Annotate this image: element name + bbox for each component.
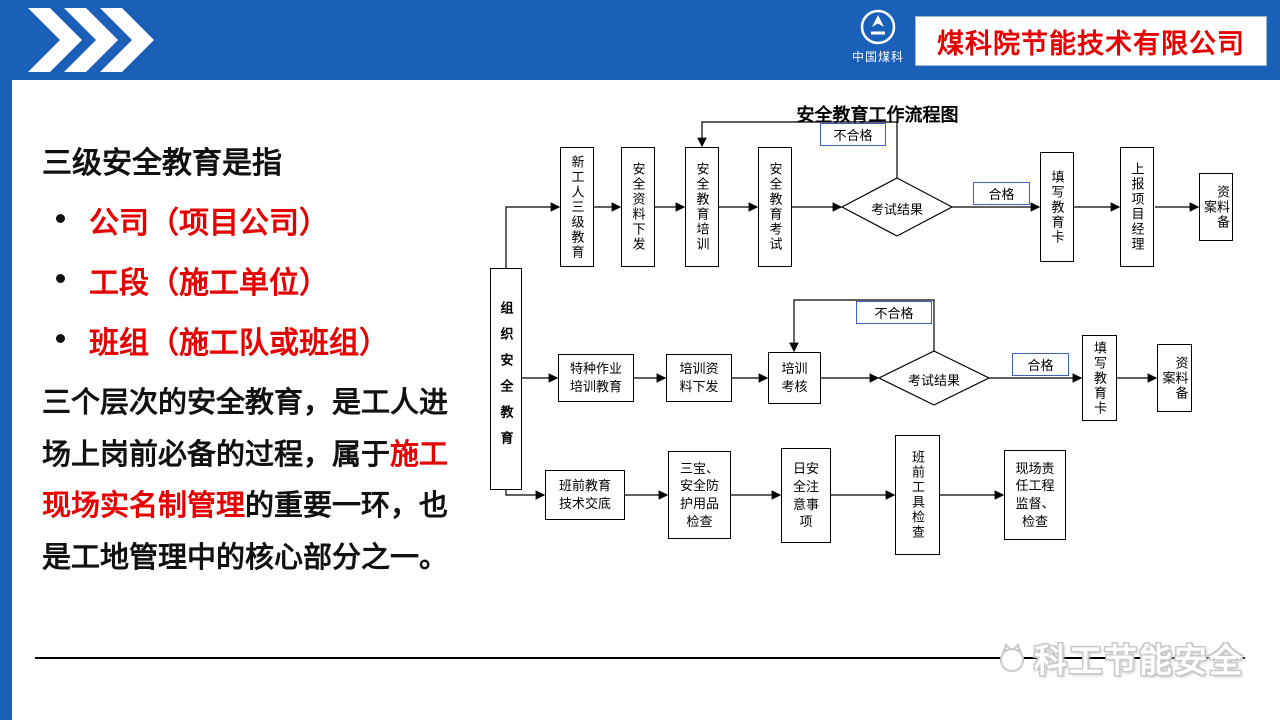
chevrons-icon <box>28 8 154 72</box>
footer-watermark: 科工节能安全 <box>996 634 1244 682</box>
flow-box: 特种作业培训教育 <box>558 354 634 402</box>
bullet-dot <box>56 214 65 223</box>
fail-label: 不合格 <box>820 123 886 146</box>
logo-text: 中国煤科 <box>851 50 904 64</box>
flow-box: 班前教育技术交底 <box>545 470 625 520</box>
flow-box: 填写教育卡 <box>1040 152 1074 262</box>
flow-box: 资料备案 <box>1199 173 1233 241</box>
bullet-dot <box>56 334 65 343</box>
flow-box: 培训资料下发 <box>666 354 732 402</box>
flow-box: 日安全注意事项 <box>781 448 831 543</box>
flow-box: 班前工具检查 <box>895 435 940 555</box>
flow-box: 上报项目经理 <box>1120 147 1154 267</box>
bullet-dot <box>56 274 65 283</box>
bullet-item: 班组（施工队或班组） <box>42 318 472 362</box>
flow-box: 安全教育培训 <box>685 147 719 267</box>
company-logo: 中国煤科 <box>842 8 914 65</box>
flow-box: 新工人三级教育 <box>560 147 594 267</box>
text-panel: 三级安全教育是指 公司（项目公司） 工段（施工单位） 班组（施工队或班组） 三个… <box>42 138 472 584</box>
paragraph-text: 的重要一环，也是工地管理中的核心部分之一。 <box>42 490 449 574</box>
left-accent-stripe <box>0 80 12 720</box>
panel-heading: 三级安全教育是指 <box>42 147 282 180</box>
bullet-list: 公司（项目公司） 工段（施工单位） 班组（施工队或班组） <box>42 198 472 362</box>
decision-diamond <box>840 177 954 237</box>
flow-arrows <box>505 121 1200 500</box>
watermark-text: 科工节能安全 <box>1034 642 1244 679</box>
flow-box: 培训考核 <box>768 352 821 404</box>
flow-box: 三宝、安全防护用品检查 <box>668 451 731 539</box>
flow-box: 资料备案 <box>1157 344 1192 412</box>
bullet-item: 工段（施工单位） <box>42 258 472 302</box>
decision-diamond <box>877 350 991 406</box>
bullet-label: 公司（项目公司） <box>89 207 329 240</box>
paragraph-highlight: 施工现场实名制管理 <box>42 438 449 523</box>
flow-box: 安全教育考试 <box>758 147 792 267</box>
flowchart: 安全教育工作流程图 组织安全教育 新工人三级教育 安全资料下发 安全教育培训 安… <box>470 95 1270 640</box>
bullet-label: 工段（施工单位） <box>89 267 329 300</box>
pass-label: 合格 <box>973 182 1030 205</box>
flow-box: 安全资料下发 <box>621 147 655 267</box>
company-name: 煤科院节能技术有限公司 <box>937 28 1245 59</box>
flowchart-title: 安全教育工作流程图 <box>796 105 959 125</box>
pass-label: 合格 <box>1012 353 1069 376</box>
company-name-box: 煤科院节能技术有限公司 <box>915 16 1267 66</box>
bullet-item: 公司（项目公司） <box>42 198 472 242</box>
paragraph-text: 三个层次的安全教育，是工人进场上岗前必备的过程，属于 <box>42 387 449 471</box>
flowchart-connectors <box>505 121 1200 500</box>
flow-box: 填写教育卡 <box>1082 335 1117 421</box>
footer-logo-icon <box>1000 643 1024 672</box>
flow-box: 现场责任工程监督、检查 <box>1004 450 1066 540</box>
footer-divider <box>35 657 1245 659</box>
panel-paragraph: 三个层次的安全教育，是工人进场上岗前必备的过程，属于施工现场实名制管理的重要一环… <box>42 378 472 584</box>
fail-label: 不合格 <box>856 301 932 324</box>
header-bar: 中国煤科 煤科院节能技术有限公司 <box>0 0 1280 80</box>
logo-emblem-icon <box>860 9 896 45</box>
bullet-label: 班组（施工队或班组） <box>89 327 389 360</box>
flow-box-org: 组织安全教育 <box>490 268 522 490</box>
